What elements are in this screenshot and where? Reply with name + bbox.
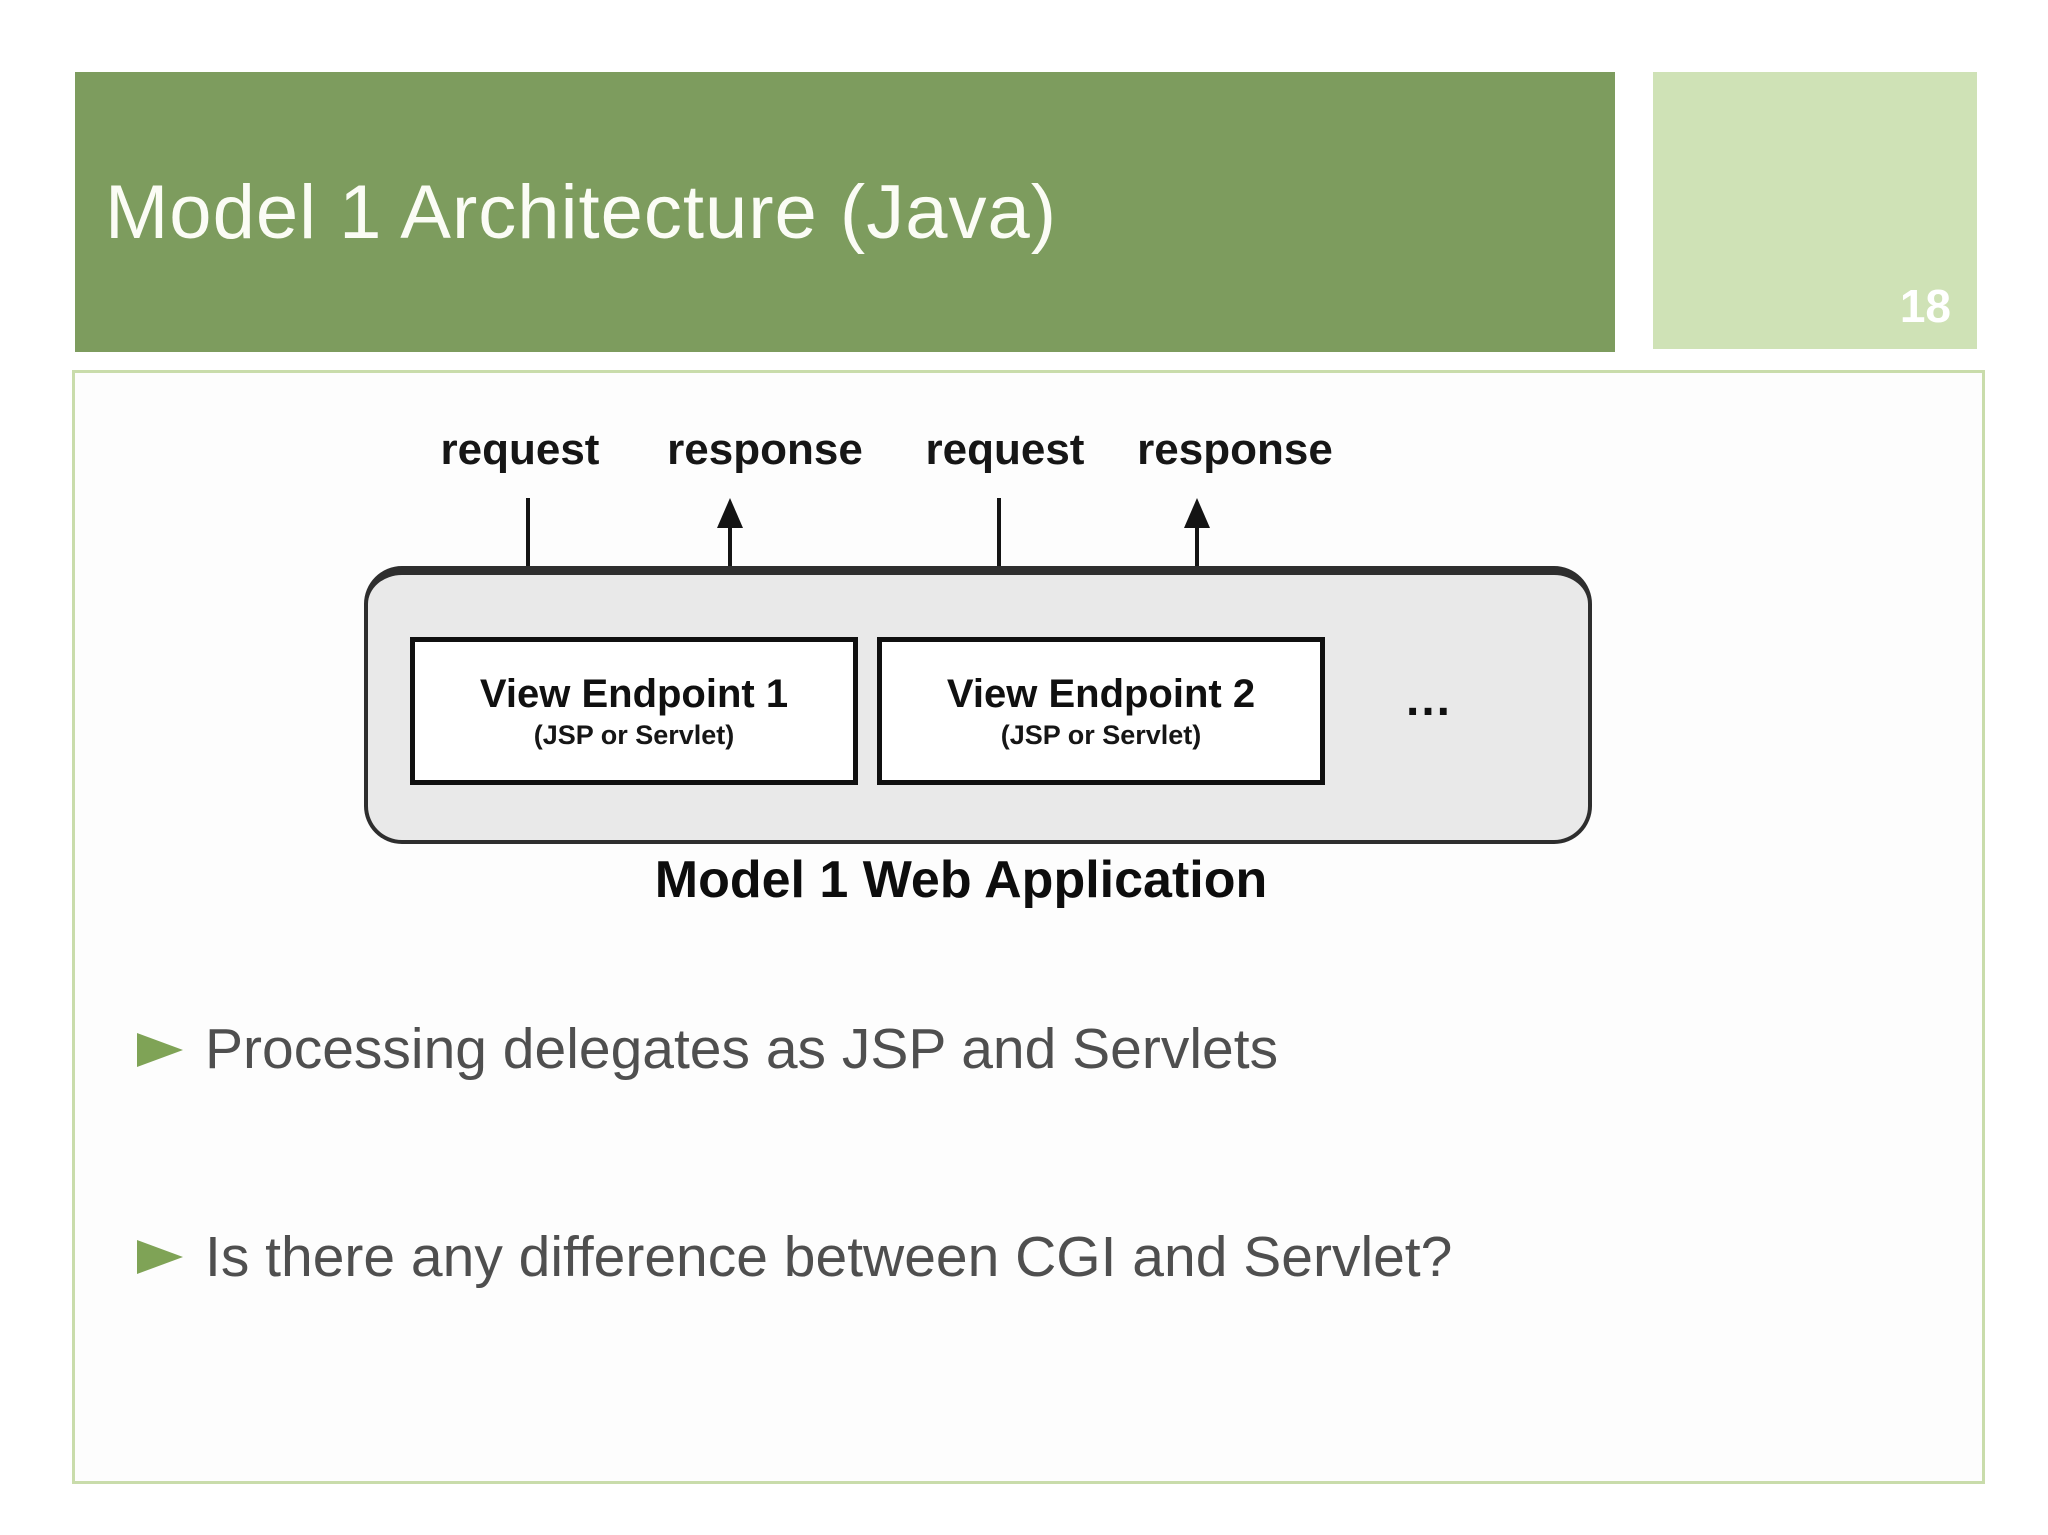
endpoint-title: View Endpoint 2 [946, 671, 1256, 716]
flow-label-response-2: response [1137, 425, 1333, 474]
bullet-text: Is there any difference between CGI and … [205, 1225, 1453, 1289]
up-arrowhead-icon [717, 498, 743, 528]
endpoint-subtitle: (JSP or Servlet) [533, 719, 735, 750]
diagram-caption: Model 1 Web Application [654, 851, 1268, 909]
endpoint-subtitle: (JSP or Servlet) [1000, 719, 1202, 750]
slide-title: Model 1 Architecture (Java) [105, 169, 1058, 255]
content-panel [72, 370, 1985, 1484]
triangle-bullet-icon [137, 1033, 183, 1067]
flow-label-request-2: request [925, 425, 1085, 474]
triangle-bullet-icon [137, 1240, 183, 1274]
title-bar: Model 1 Architecture (Java) [75, 72, 1615, 352]
request-arrow-down-icon [526, 498, 530, 628]
page-number: 18 [1899, 280, 1951, 332]
up-arrowhead-icon [1184, 498, 1210, 528]
ellipsis-label: ... [1405, 673, 1452, 726]
bullet-text: Processing delegates as JSP and Servlets [205, 1017, 1279, 1081]
view-endpoint-1-box: View Endpoint 1 (JSP or Servlet) [410, 637, 858, 785]
endpoint-title: View Endpoint 1 [479, 671, 789, 716]
view-endpoint-2-box: View Endpoint 2 (JSP or Servlet) [877, 637, 1325, 785]
request-arrow-down-icon [997, 498, 1001, 628]
flow-label-response-1: response [667, 425, 863, 474]
flow-label-request-1: request [440, 425, 600, 474]
page-number-box: 18 [1653, 72, 1977, 349]
